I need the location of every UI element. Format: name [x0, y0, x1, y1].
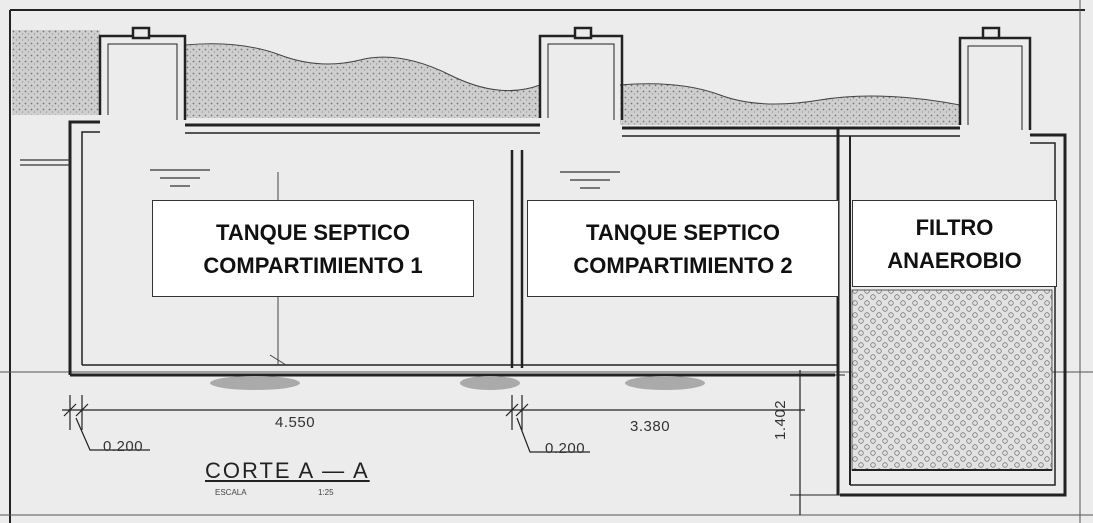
soil-backfill	[12, 30, 961, 125]
label-compartment-1-line1: TANQUE SEPTICO	[216, 219, 410, 245]
dim-wall-left: 0.200	[103, 438, 144, 455]
scale-label: ESCALA	[215, 488, 247, 497]
label-compartment-2-line2: COMPARTIMIENTO 2	[573, 252, 793, 278]
label-compartment-1-line2: COMPARTIMIENTO 1	[203, 252, 423, 278]
dim-length-2: 3.380	[630, 418, 671, 435]
footings	[210, 376, 705, 390]
dim-length-1: 4.550	[275, 414, 316, 431]
label-compartment-2-line1: TANQUE SEPTICO	[586, 219, 780, 245]
filter-gravel	[851, 289, 1053, 471]
dim-wall-mid: 0.200	[545, 440, 586, 457]
water-level-marks	[20, 159, 620, 189]
label-compartment-1: TANQUE SEPTICO COMPARTIMIENTO 1	[152, 200, 474, 297]
label-filter: FILTRO ANAEROBIO	[852, 200, 1057, 287]
label-filter-line2: ANAEROBIO	[887, 247, 1022, 273]
tank-walls	[68, 120, 1067, 497]
section-title: CORTE A — A	[205, 458, 370, 483]
label-filter-line1: FILTRO	[915, 214, 994, 240]
access-shafts	[98, 26, 1032, 130]
scale-value: 1:25	[318, 488, 334, 497]
dimension-line	[62, 370, 845, 515]
label-compartment-2: TANQUE SEPTICO COMPARTIMIENTO 2	[527, 200, 839, 297]
dim-height-right: 1.402	[772, 399, 789, 440]
